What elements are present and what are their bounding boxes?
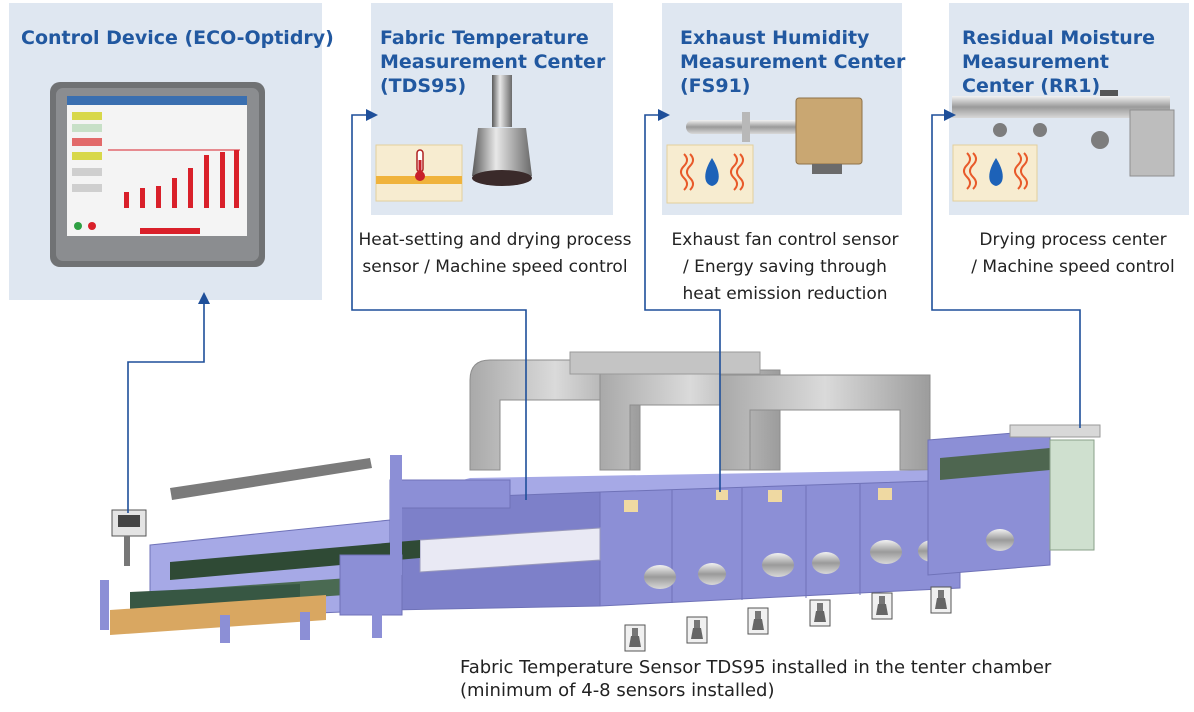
arrow-right-icon xyxy=(658,109,670,121)
chart-bar xyxy=(140,188,145,208)
tenter-machine xyxy=(100,351,1101,643)
fs91-description: Exhaust fan control sensor / Energy savi… xyxy=(671,230,899,304)
control-device-title: Control Device (ECO-Optidry) xyxy=(21,27,334,49)
sensor-caption: Fabric Temperature Sensor TDS95 installe… xyxy=(460,657,1052,701)
control-tablet xyxy=(50,82,265,267)
rr1-description: Drying process center / Machine speed co… xyxy=(971,230,1175,277)
arrow-right-icon xyxy=(366,109,378,121)
connector-lines xyxy=(127,114,1081,513)
tds95-description: Heat-setting and drying process sensor /… xyxy=(358,230,632,277)
fs91-title: Exhaust Humidity Measurement Center (FS9… xyxy=(680,27,906,97)
rr1-illustration xyxy=(952,90,1175,202)
humidity-drop-icon xyxy=(680,153,744,191)
chart-bar xyxy=(124,192,129,208)
tds95-sensor-icon xyxy=(930,586,952,614)
arrow-up-icon xyxy=(198,292,210,304)
tds95-sensor-icon xyxy=(871,592,893,620)
thermometer-icon xyxy=(415,149,425,181)
tds95-title: Fabric Temperature Measurement Center (T… xyxy=(380,27,606,97)
chart-bar xyxy=(172,178,177,208)
chart-bar xyxy=(220,152,225,208)
sensor-icons xyxy=(624,586,952,652)
tds95-sensor-icon xyxy=(747,607,769,635)
fs91-illustration xyxy=(666,97,863,204)
tds95-sensor-icon xyxy=(624,624,646,652)
chart-bar xyxy=(234,150,239,208)
arrow-right-icon xyxy=(944,109,956,121)
chart-bar xyxy=(204,155,209,208)
chart-bar xyxy=(188,168,193,208)
tds95-illustration xyxy=(375,75,532,202)
moisture-drop-icon xyxy=(963,152,1028,190)
chart-bar xyxy=(156,186,161,208)
tds95-sensor-icon xyxy=(809,599,831,627)
rr1-title: Residual Moisture Measurement Center (RR… xyxy=(962,27,1156,97)
tds95-sensor-icon xyxy=(686,616,708,644)
